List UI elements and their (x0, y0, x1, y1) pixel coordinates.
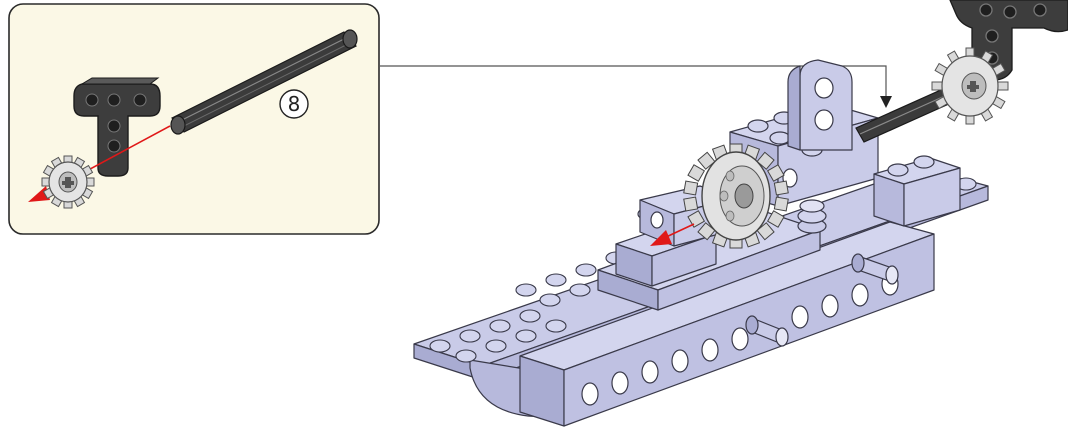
callout-box: 8 (9, 4, 379, 234)
step-number-callout: 8 (280, 90, 308, 118)
step-number-text: 8 (288, 92, 301, 116)
assembled-model (414, 0, 1068, 426)
upright-technic-beam (788, 60, 852, 150)
